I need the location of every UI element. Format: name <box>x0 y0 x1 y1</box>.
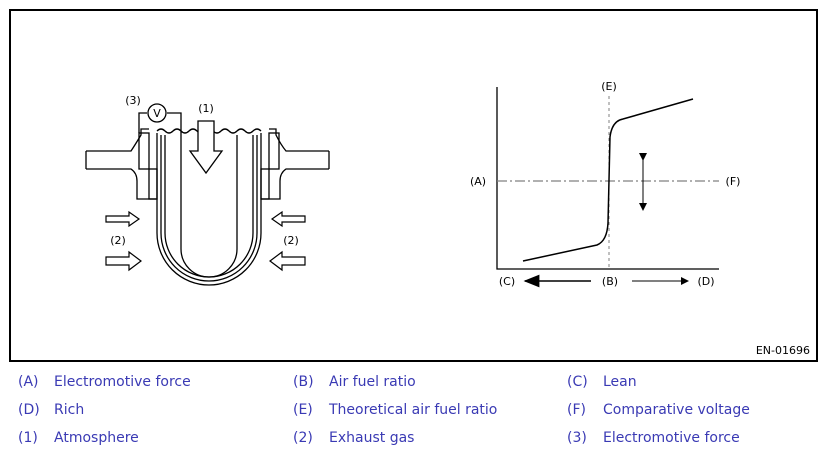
label-atmosphere: (1) <box>198 102 214 115</box>
right-seat <box>260 168 270 200</box>
legend-item-2: (2)Exhaust gas <box>293 430 415 446</box>
graph-label-f: (F) <box>726 175 741 188</box>
exhaust-arrow-right-bottom-icon <box>269 250 306 272</box>
legend-item-d: (D)Rich <box>18 402 85 418</box>
legend-item-f: (F)Comparative voltage <box>567 402 750 418</box>
legend-item-b: (B)Air fuel ratio <box>293 374 416 390</box>
label-exhaust-left: (2) <box>110 234 126 247</box>
atmosphere-arrow-icon <box>188 120 224 175</box>
element-outer <box>156 133 262 286</box>
legend-row: (1)Atmosphere (2)Exhaust gas (3)Electrom… <box>18 430 818 458</box>
exhaust-arrows <box>105 210 306 272</box>
element-layer-1 <box>160 135 258 282</box>
legend-item-1: (1)Atmosphere <box>18 430 139 446</box>
lead-wire-left <box>138 112 147 133</box>
voltmeter-circle <box>147 103 167 123</box>
lead-wire-right <box>167 112 182 135</box>
legend: (A)Electromotive force (B)Air fuel ratio… <box>18 374 818 458</box>
left-pipe-top <box>86 128 149 152</box>
legend-item-e: (E)Theoretical air fuel ratio <box>293 402 498 418</box>
graph-label-e: (E) <box>601 80 617 93</box>
graph-label-c: (C) <box>499 275 515 288</box>
element-inner <box>180 135 238 278</box>
exhaust-arrow-left-top-icon <box>105 210 141 228</box>
right-flange <box>268 132 280 170</box>
legend-row: (D)Rich (E)Theoretical air fuel ratio (F… <box>18 402 818 430</box>
legend-item-c: (C)Lean <box>567 374 637 390</box>
legend-item-3: (3)Electromotive force <box>567 430 740 446</box>
oxygen-sensor-diagram <box>85 103 330 286</box>
output-graph <box>496 87 719 288</box>
label-electromotive: (3) <box>125 94 141 107</box>
graph-label-d: (D) <box>697 275 714 288</box>
legend-row: (A)Electromotive force (B)Air fuel ratio… <box>18 374 818 402</box>
output-curve <box>522 98 694 262</box>
label-exhaust-right: (2) <box>283 234 299 247</box>
figure-id: EN-01696 <box>755 344 810 357</box>
right-pipe-top <box>269 128 329 152</box>
exhaust-arrow-left-bottom-icon <box>105 250 142 272</box>
left-flange <box>138 132 150 170</box>
left-seat <box>148 168 158 200</box>
legend-item-a: (A)Electromotive force <box>18 374 191 390</box>
voltmeter-label: V <box>153 107 161 120</box>
graph-label-a: (A) <box>470 175 486 188</box>
left-pipe-bottom <box>86 168 156 200</box>
graph-axes <box>496 87 719 270</box>
right-pipe-bottom <box>261 168 329 200</box>
figure-canvas: V (3) (1) (2) (2) <box>85 80 741 288</box>
figure-frame: V (3) (1) (2) (2) <box>9 9 818 362</box>
graph-label-b: (B) <box>602 275 618 288</box>
exhaust-arrow-right-top-icon <box>270 210 306 228</box>
